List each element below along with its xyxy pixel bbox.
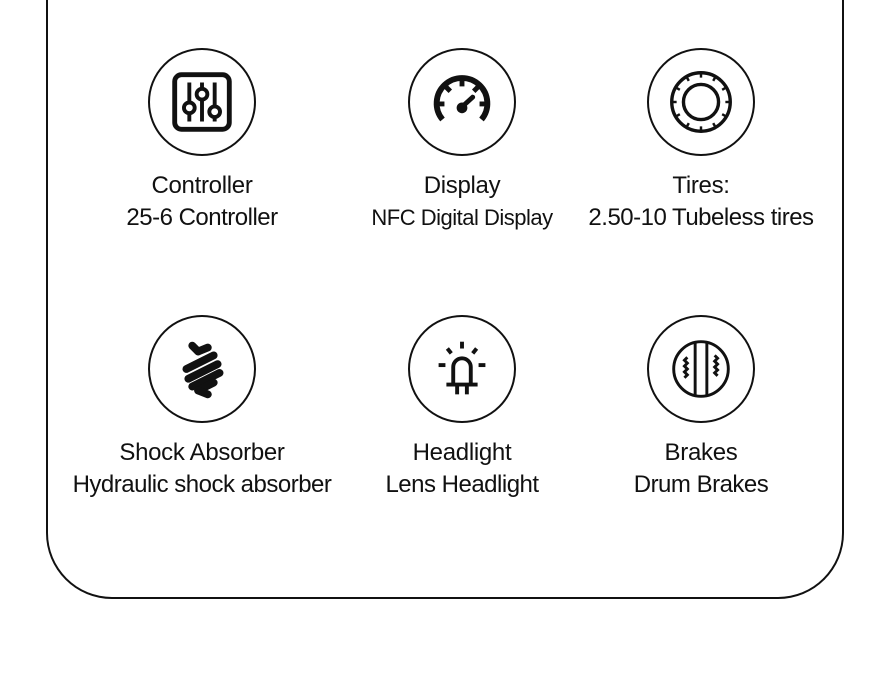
icon-badge	[647, 315, 755, 423]
feature-desc: Hydraulic shock absorber	[72, 471, 332, 498]
feature-headlight: Headlight Lens Headlight	[312, 315, 612, 501]
feature-controller: Controller 25-6 Controller	[52, 48, 352, 234]
feature-desc: 25-6 Controller	[126, 204, 278, 231]
brake-drum-icon	[672, 340, 730, 398]
icon-badge	[148, 48, 256, 156]
feature-display: Display NFC Digital Display	[312, 48, 612, 234]
feature-shock-absorber: Shock Absorber Hydraulic shock absorber	[52, 315, 352, 501]
feature-title: Tires:	[672, 172, 730, 199]
spring-icon	[182, 341, 224, 399]
feature-brakes: Brakes Drum Brakes	[551, 315, 851, 501]
feature-title: Controller	[151, 172, 253, 199]
sliders-icon	[172, 72, 232, 132]
feature-title: Brakes	[664, 439, 738, 466]
feature-title: Shock Absorber	[119, 439, 285, 466]
feature-desc: NFC Digital Display	[371, 205, 553, 230]
icon-badge	[408, 315, 516, 423]
spec-card	[46, 0, 844, 599]
feature-desc: Drum Brakes	[633, 471, 769, 498]
tire-icon	[670, 71, 732, 133]
feature-desc: Lens Headlight	[385, 471, 539, 498]
icon-badge	[148, 315, 256, 423]
feature-tires: Tires: 2.50-10 Tubeless tires	[551, 48, 851, 234]
feature-desc: 2.50-10 Tubeless tires	[588, 204, 814, 231]
feature-title: Display	[423, 172, 501, 199]
icon-badge	[647, 48, 755, 156]
feature-title: Headlight	[412, 439, 512, 466]
headlight-icon	[438, 341, 486, 395]
icon-badge	[408, 48, 516, 156]
speedometer-icon	[433, 75, 491, 122]
